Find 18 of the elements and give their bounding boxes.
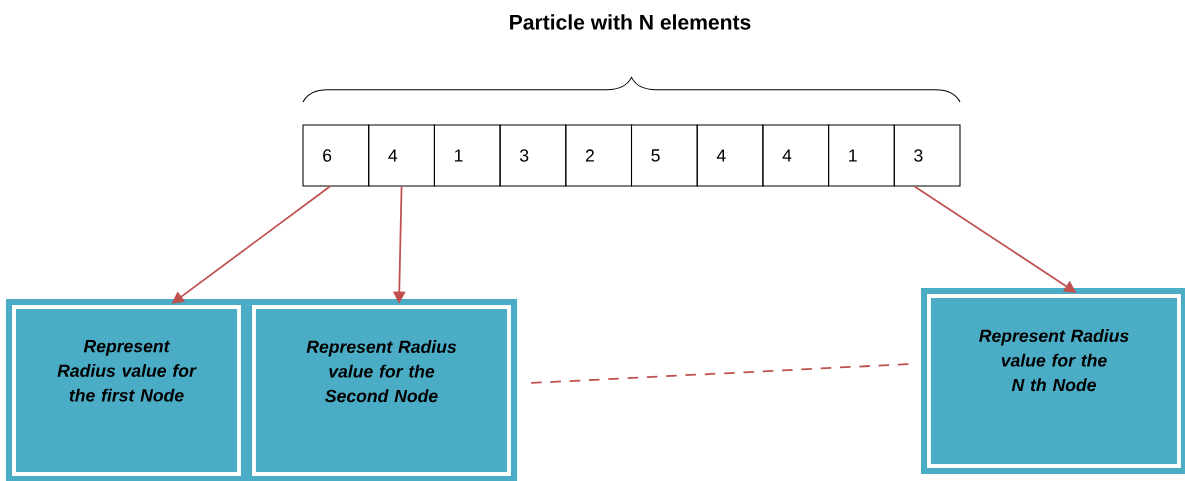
- array-cell: 1: [433, 124, 501, 187]
- array-cell: 6: [302, 124, 370, 187]
- title: Particle with N elements: [510, 14, 751, 30]
- array-cell: 4: [368, 124, 435, 187]
- array-cell: 2: [565, 124, 633, 187]
- info-box: [920, 287, 1185, 475]
- info-box: [5, 298, 248, 481]
- dashed-line: [530, 363, 911, 384]
- box-text: Represent Radius value for the first Node: [57, 340, 197, 402]
- array-cell: 4: [696, 124, 764, 187]
- array-cell: 5: [631, 124, 698, 187]
- array-cell: 4: [762, 124, 830, 187]
- box-text: Represent Radius value for the N th Node: [979, 329, 1129, 392]
- array-cell: 3: [893, 124, 961, 187]
- info-box: [245, 298, 518, 481]
- array-cell: 3: [499, 124, 567, 187]
- array-cell: 1: [828, 124, 895, 187]
- box-text: Represent Radius value for the Second Node: [306, 340, 457, 403]
